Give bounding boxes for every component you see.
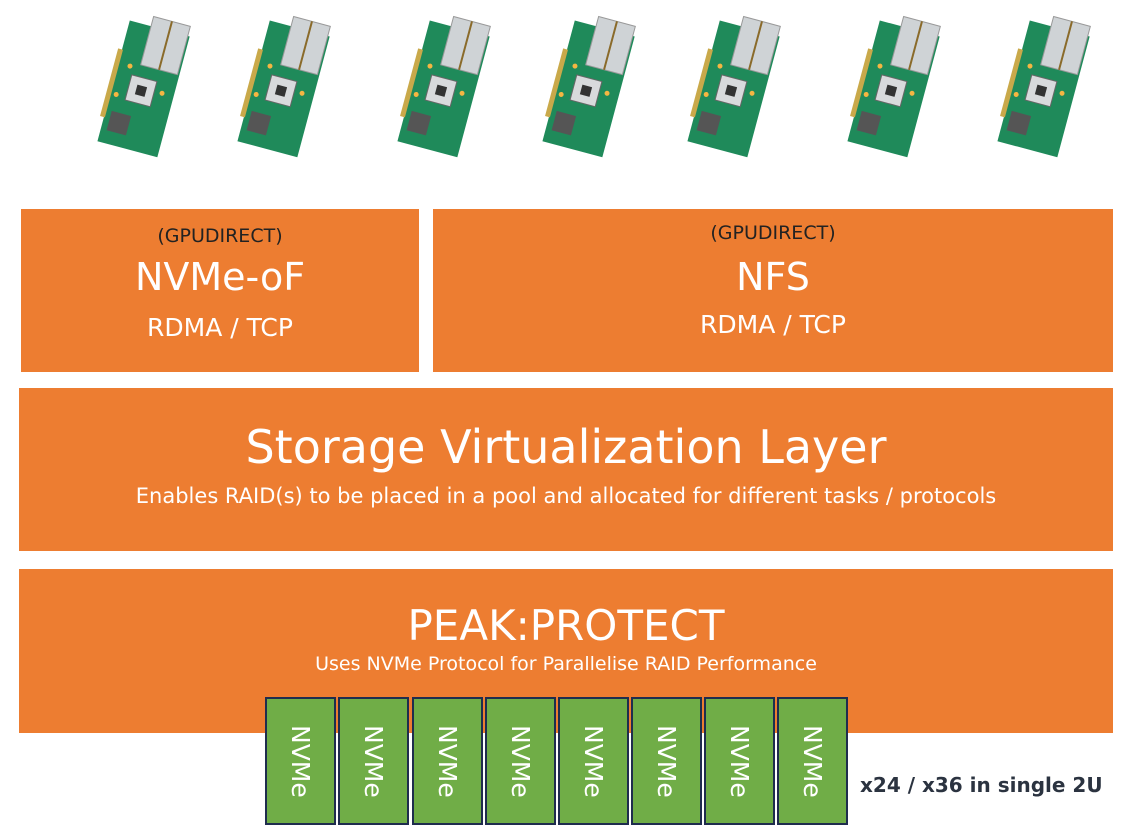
nvme-drive: NVMe (338, 697, 409, 825)
nfs-box: (GPUDIRECT) NFS RDMA / TCP (433, 209, 1113, 372)
svl-title: Storage Virtualization Layer (245, 420, 887, 474)
peak-subtitle: Uses NVMe Protocol for Parallelise RAID … (315, 653, 817, 675)
nvme-drive: NVMe (485, 697, 556, 825)
nvmeof-tag: (GPUDIRECT) (157, 225, 283, 247)
network-adapter-card-icon (540, 8, 650, 168)
network-adapter-card-icon (845, 8, 955, 168)
nvme-drive: NVMe (777, 697, 848, 825)
nvmeof-title: NVMe-oF (134, 255, 306, 299)
network-adapter-card-icon (95, 8, 205, 168)
storage-virtualization-box: Storage Virtualization Layer Enables RAI… (19, 388, 1113, 551)
svl-subtitle: Enables RAID(s) to be placed in a pool a… (135, 484, 997, 508)
nvme-drive: NVMe (412, 697, 483, 825)
network-adapter-card-icon (235, 8, 345, 168)
network-adapter-card-icon (685, 8, 795, 168)
nfs-title: NFS (736, 255, 810, 299)
peak-title: PEAK:PROTECT (407, 601, 725, 650)
network-adapter-card-icon (995, 8, 1105, 168)
nvmeof-box: (GPUDIRECT) NVMe-oF RDMA / TCP (21, 209, 419, 372)
nfs-subtitle: RDMA / TCP (700, 310, 846, 339)
drive-count-note: x24 / x36 in single 2U (860, 773, 1103, 797)
nvme-drive: NVMe (558, 697, 629, 825)
nvme-drive: NVMe (265, 697, 336, 825)
nvme-drive: NVMe (704, 697, 775, 825)
nvmeof-subtitle: RDMA / TCP (147, 313, 293, 342)
nfs-tag: (GPUDIRECT) (710, 222, 836, 244)
nvme-drive: NVMe (631, 697, 702, 825)
network-adapter-card-icon (395, 8, 505, 168)
